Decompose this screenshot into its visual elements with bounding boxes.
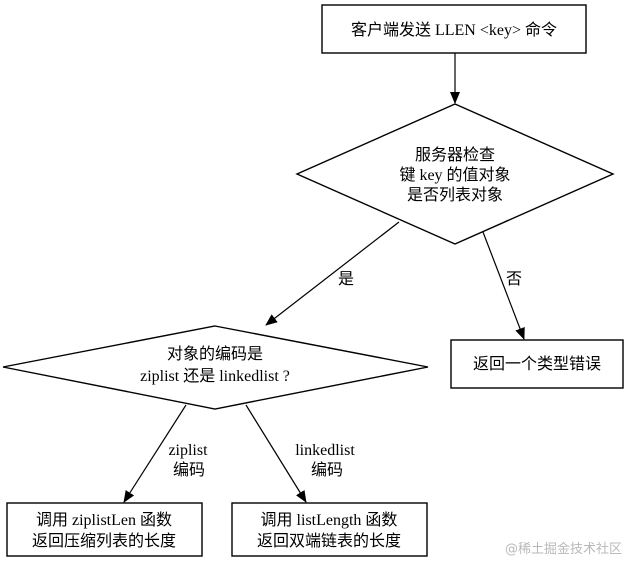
edge-encoding-to-ziplist-len: [123, 404, 187, 503]
check-label-line-3: 是否列表对象: [407, 186, 503, 204]
edge-check-to-type-error: [482, 231, 525, 340]
watermark-text: @稀土掘金技术社区: [505, 541, 622, 557]
ziplist-len-label-line-2: 返回压缩列表的长度: [32, 532, 176, 550]
start-node: 客户端发送 LLEN <key> 命令: [321, 4, 587, 54]
ziplist-len-label-line-1: 调用 ziplistLen 函数: [36, 511, 172, 529]
edge-label-yes: 是: [338, 271, 354, 288]
encoding-label-line-2: ziplist 还是 linkedlist ?: [140, 367, 290, 385]
encoding-label-line-1: 对象的编码是: [167, 345, 263, 363]
edge-label-ziplist-line-2: 编码: [173, 461, 205, 479]
list-length-node: 调用 listLength 函数 返回双端链表的长度: [231, 502, 428, 557]
list-length-label-line-2: 返回双端链表的长度: [257, 532, 401, 550]
start-node-label: 客户端发送 LLEN <key> 命令: [351, 21, 557, 39]
type-error-label: 返回一个类型错误: [473, 355, 601, 373]
type-error-node: 返回一个类型错误: [450, 339, 624, 389]
check-decision-node: 服务器检查 键 key 的值对象 是否列表对象: [295, 103, 615, 245]
edge-encoding-to-list-length: [245, 404, 307, 503]
encoding-decision-node: 对象的编码是 ziplist 还是 linkedlist ?: [2, 325, 429, 410]
edge-check-to-encoding: [265, 221, 400, 326]
ziplist-len-node: 调用 ziplistLen 函数 返回压缩列表的长度: [6, 502, 203, 557]
edge-label-linkedlist-line-2: 编码: [311, 461, 343, 479]
edge-label-ziplist-line-1: ziplist: [168, 442, 208, 459]
edge-label-linkedlist-line-1: linkedlist: [295, 442, 355, 459]
list-length-label-line-1: 调用 listLength 函数: [261, 511, 398, 529]
check-label-line-2: 键 key 的值对象: [399, 166, 510, 184]
edge-label-no: 否: [506, 271, 522, 288]
check-label-line-1: 服务器检查: [415, 146, 495, 164]
